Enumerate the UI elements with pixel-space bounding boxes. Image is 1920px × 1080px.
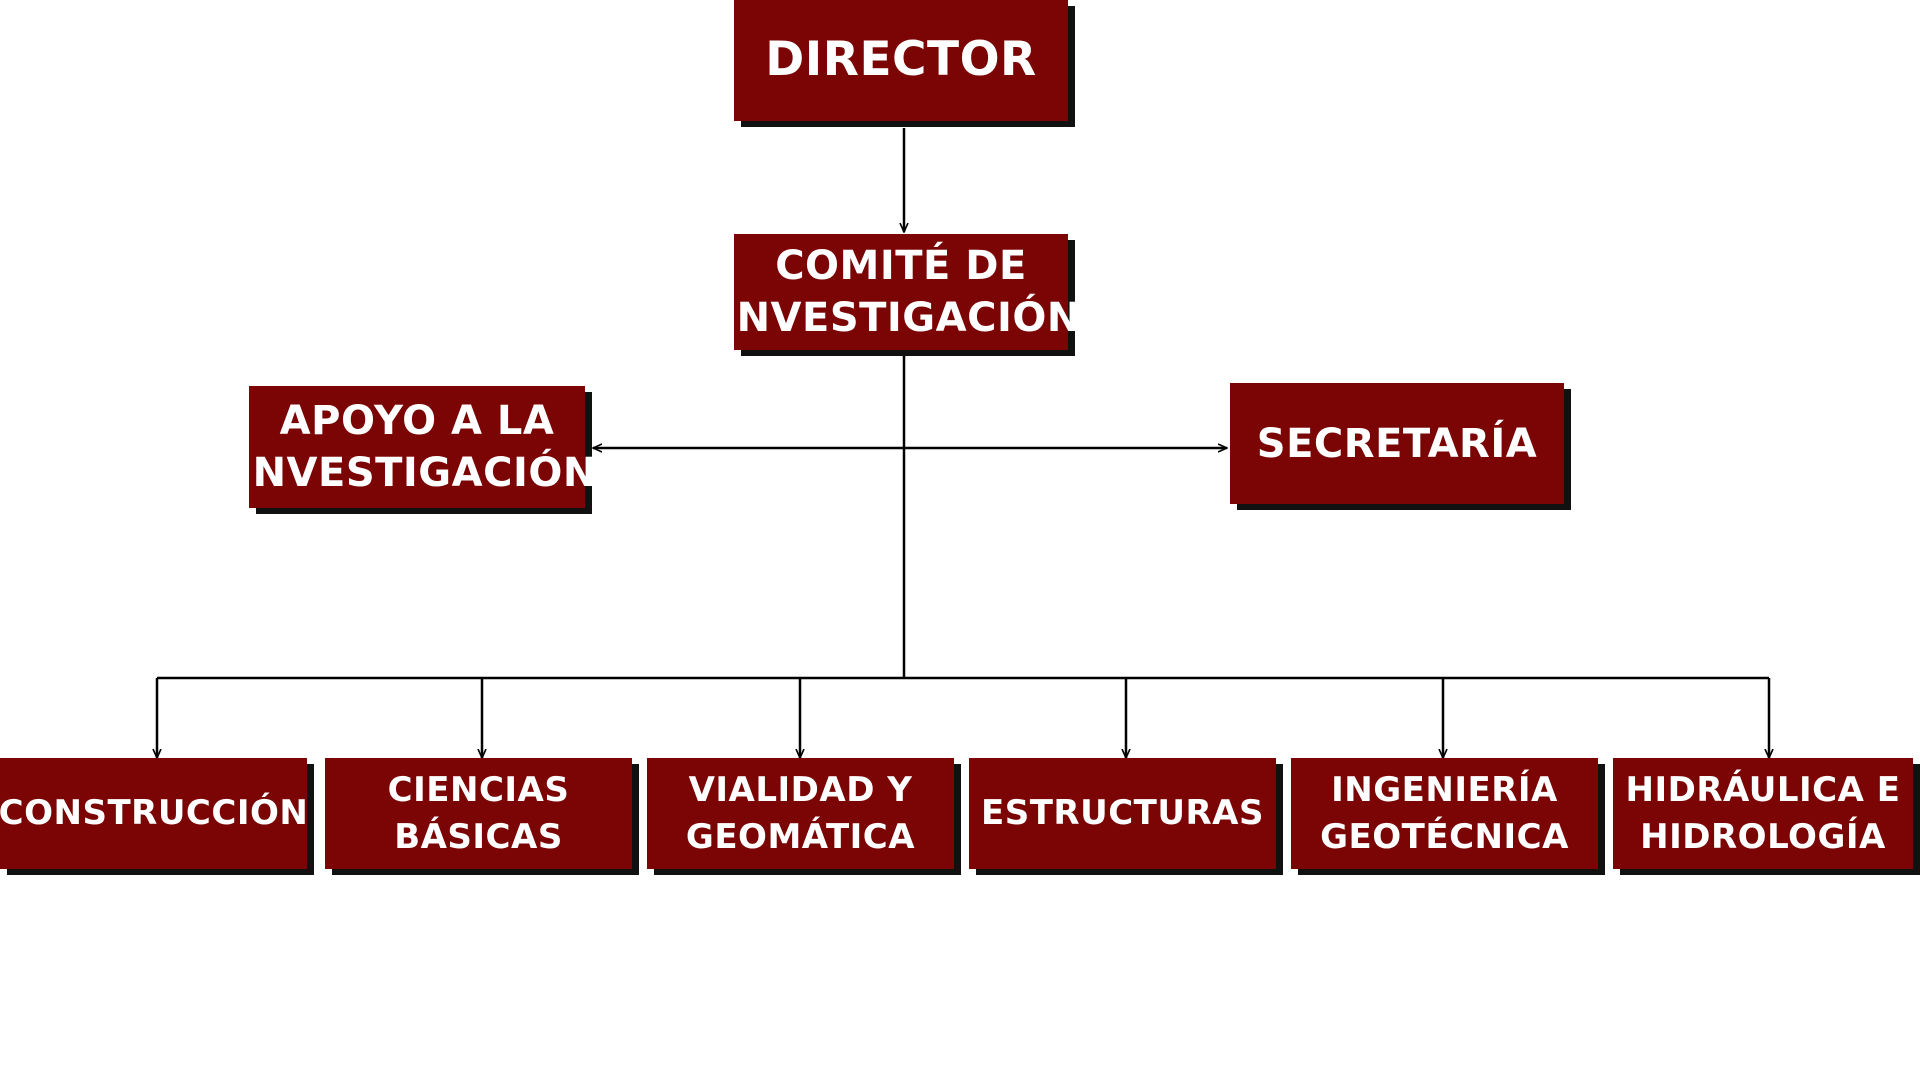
node-estructuras: ESTRUCTURAS xyxy=(969,758,1276,869)
node-vialidad-geomatica: VIALIDAD Y GEOMÁTICA xyxy=(647,758,954,869)
node-ciencias-basicas: CIENCIAS BÁSICAS xyxy=(325,758,632,869)
node-director: DIRECTOR xyxy=(734,0,1068,121)
node-apoyo-investigacion: APOYO A LA INVESTIGACIÓN xyxy=(237,386,596,508)
node-ingenieria-geotecnica: INGENIERÍA GEOTÉCNICA xyxy=(1291,758,1598,869)
node-hidraulica-hidrologia: HIDRÁULICA E HIDROLOGÍA xyxy=(1613,758,1913,869)
node-comite-investigacion: COMITÉ DE INVESTIGACIÓN xyxy=(721,234,1080,350)
node-secretaria: SECRETARÍA xyxy=(1230,383,1564,504)
node-construccion: CONSTRUCCIÓN xyxy=(0,758,308,869)
